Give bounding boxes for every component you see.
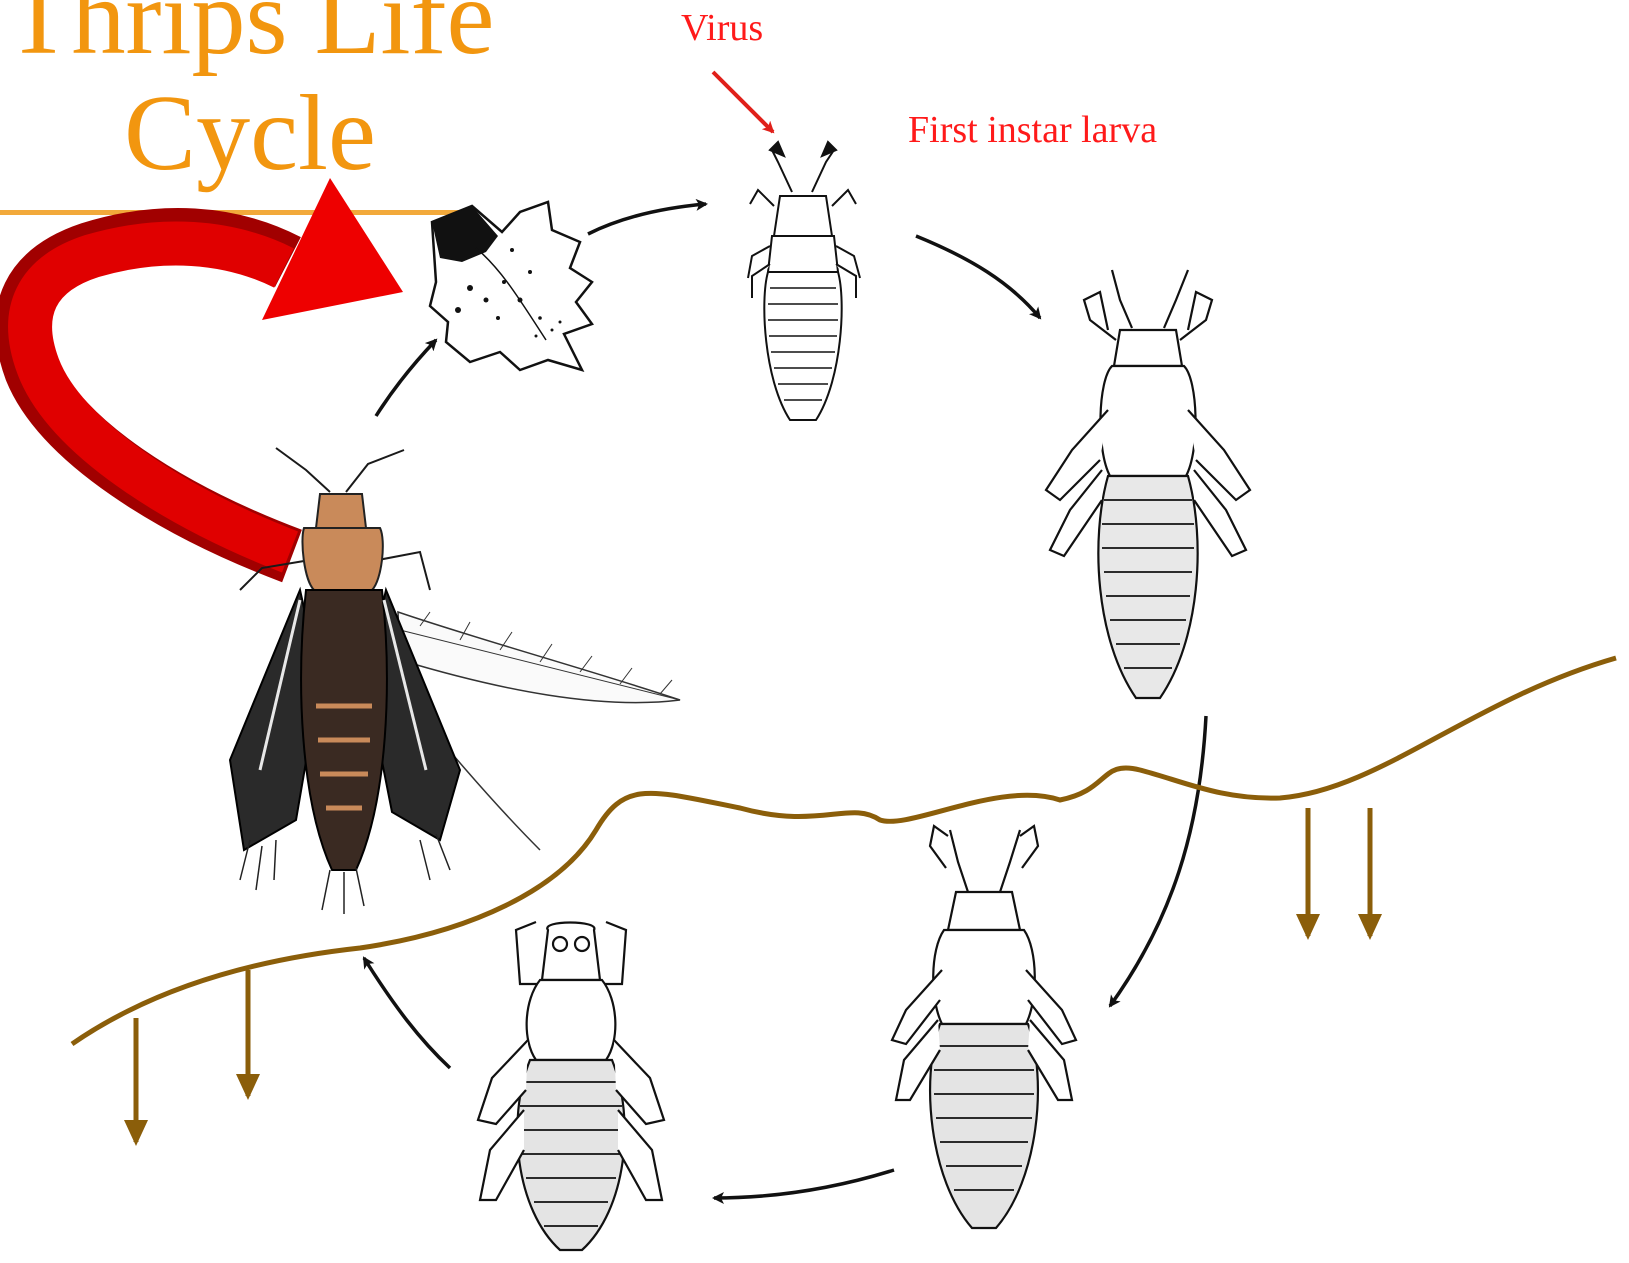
leaf-stage — [430, 202, 592, 370]
arrow-prepupa-to-pupa — [714, 1170, 894, 1198]
prepupa-drawing — [892, 826, 1076, 1228]
virus-arrow — [713, 72, 773, 132]
arrow-second-instar-to-prepupa — [1110, 716, 1206, 1006]
second-instar-larva-drawing — [1046, 270, 1250, 698]
arrow-adult-to-leaf — [376, 340, 436, 416]
pupa-drawing — [478, 922, 664, 1250]
adult-thrips-drawing — [230, 448, 680, 914]
arrow-leaf-to-first-instar — [588, 204, 706, 234]
arrow-first-to-second-instar — [916, 236, 1040, 318]
arrow-pupa-to-adult — [364, 958, 450, 1068]
first-instar-larva-drawing — [748, 142, 860, 420]
